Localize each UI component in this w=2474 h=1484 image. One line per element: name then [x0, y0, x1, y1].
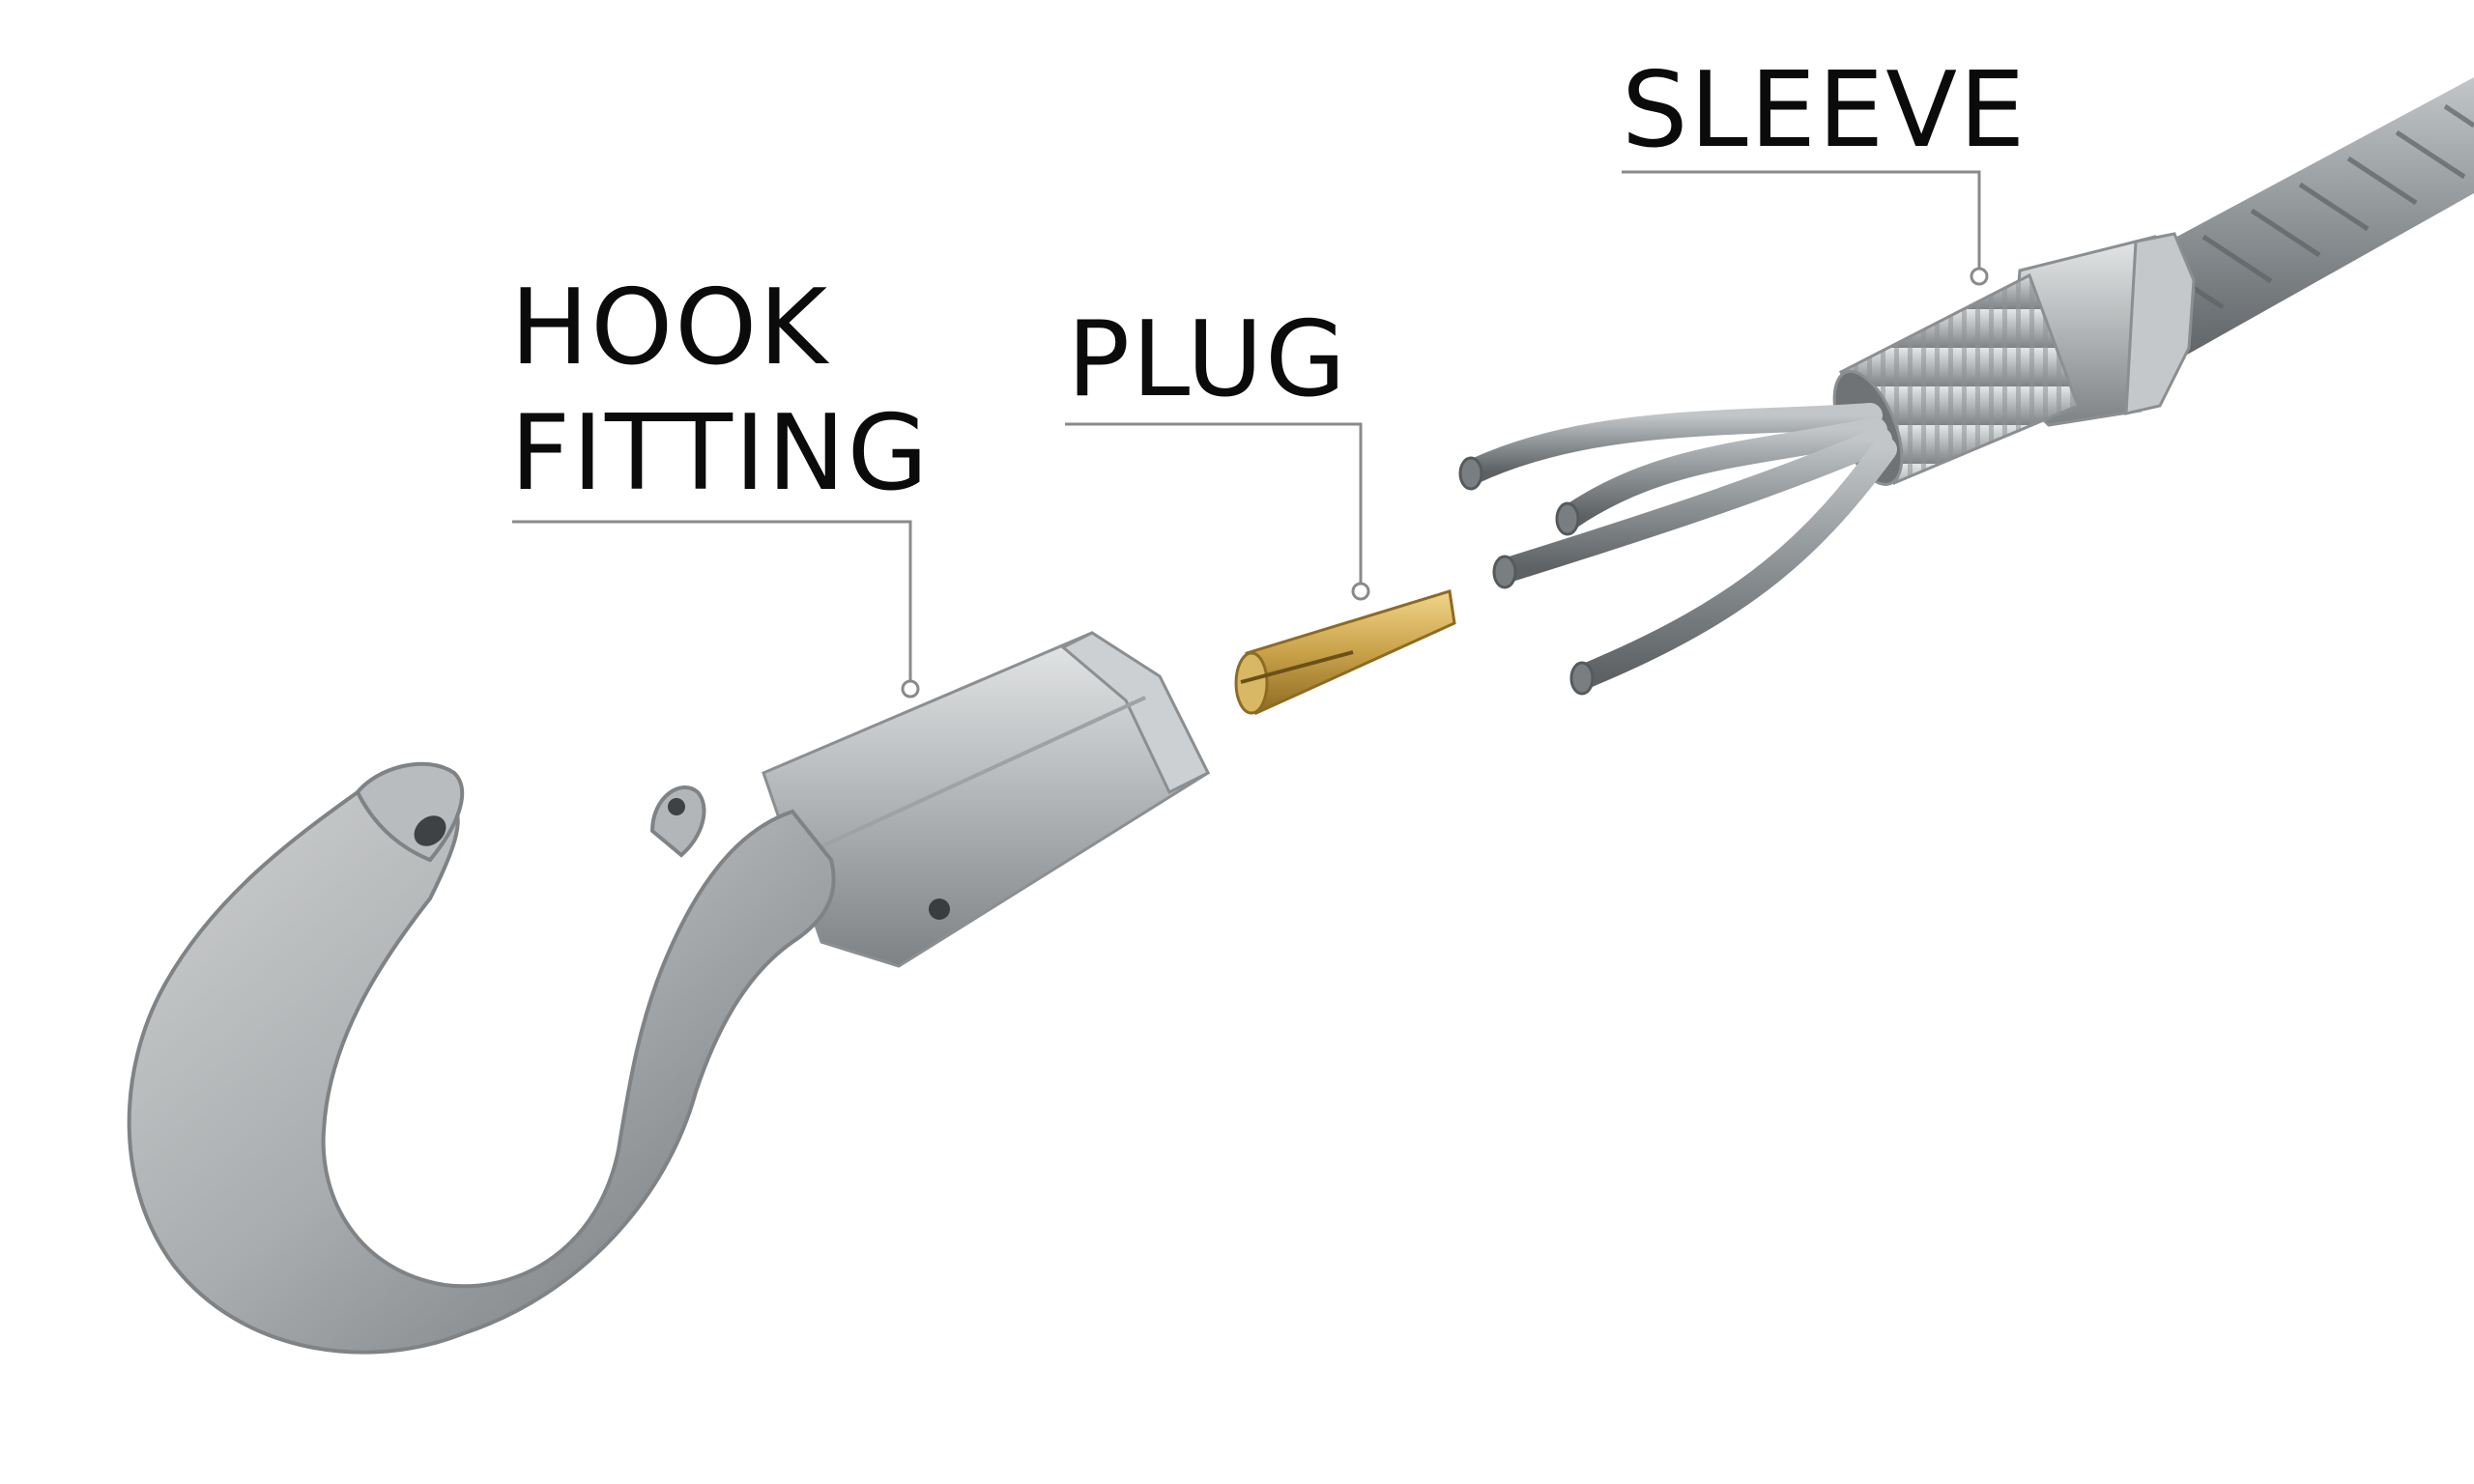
label-sleeve: SLEEVE	[1622, 50, 2028, 171]
hex-fitting-icon	[762, 631, 1211, 968]
wire-strand-ends	[1458, 456, 1595, 696]
leader-line-sleeve	[1622, 170, 1981, 269]
label-hook-fitting-line-2: FITTING	[510, 393, 931, 514]
leader-dot-hook-fitting	[901, 679, 920, 699]
crane-hook-icon	[127, 761, 836, 1355]
leader-lines	[512, 170, 1989, 699]
wire-strands	[1461, 403, 1897, 689]
leader-line-hook-fitting	[512, 520, 912, 681]
tapered-brass-plug-icon	[1234, 589, 1456, 716]
threaded-sleeve-icon	[1832, 232, 2196, 486]
leader-line-plug	[1065, 422, 1363, 584]
leader-dot-sleeve	[1970, 267, 1989, 286]
label-plug: PLUG	[1067, 300, 1348, 420]
label-hook-fitting-line-1: HOOK	[510, 268, 830, 388]
leader-dot-plug	[1351, 582, 1370, 601]
